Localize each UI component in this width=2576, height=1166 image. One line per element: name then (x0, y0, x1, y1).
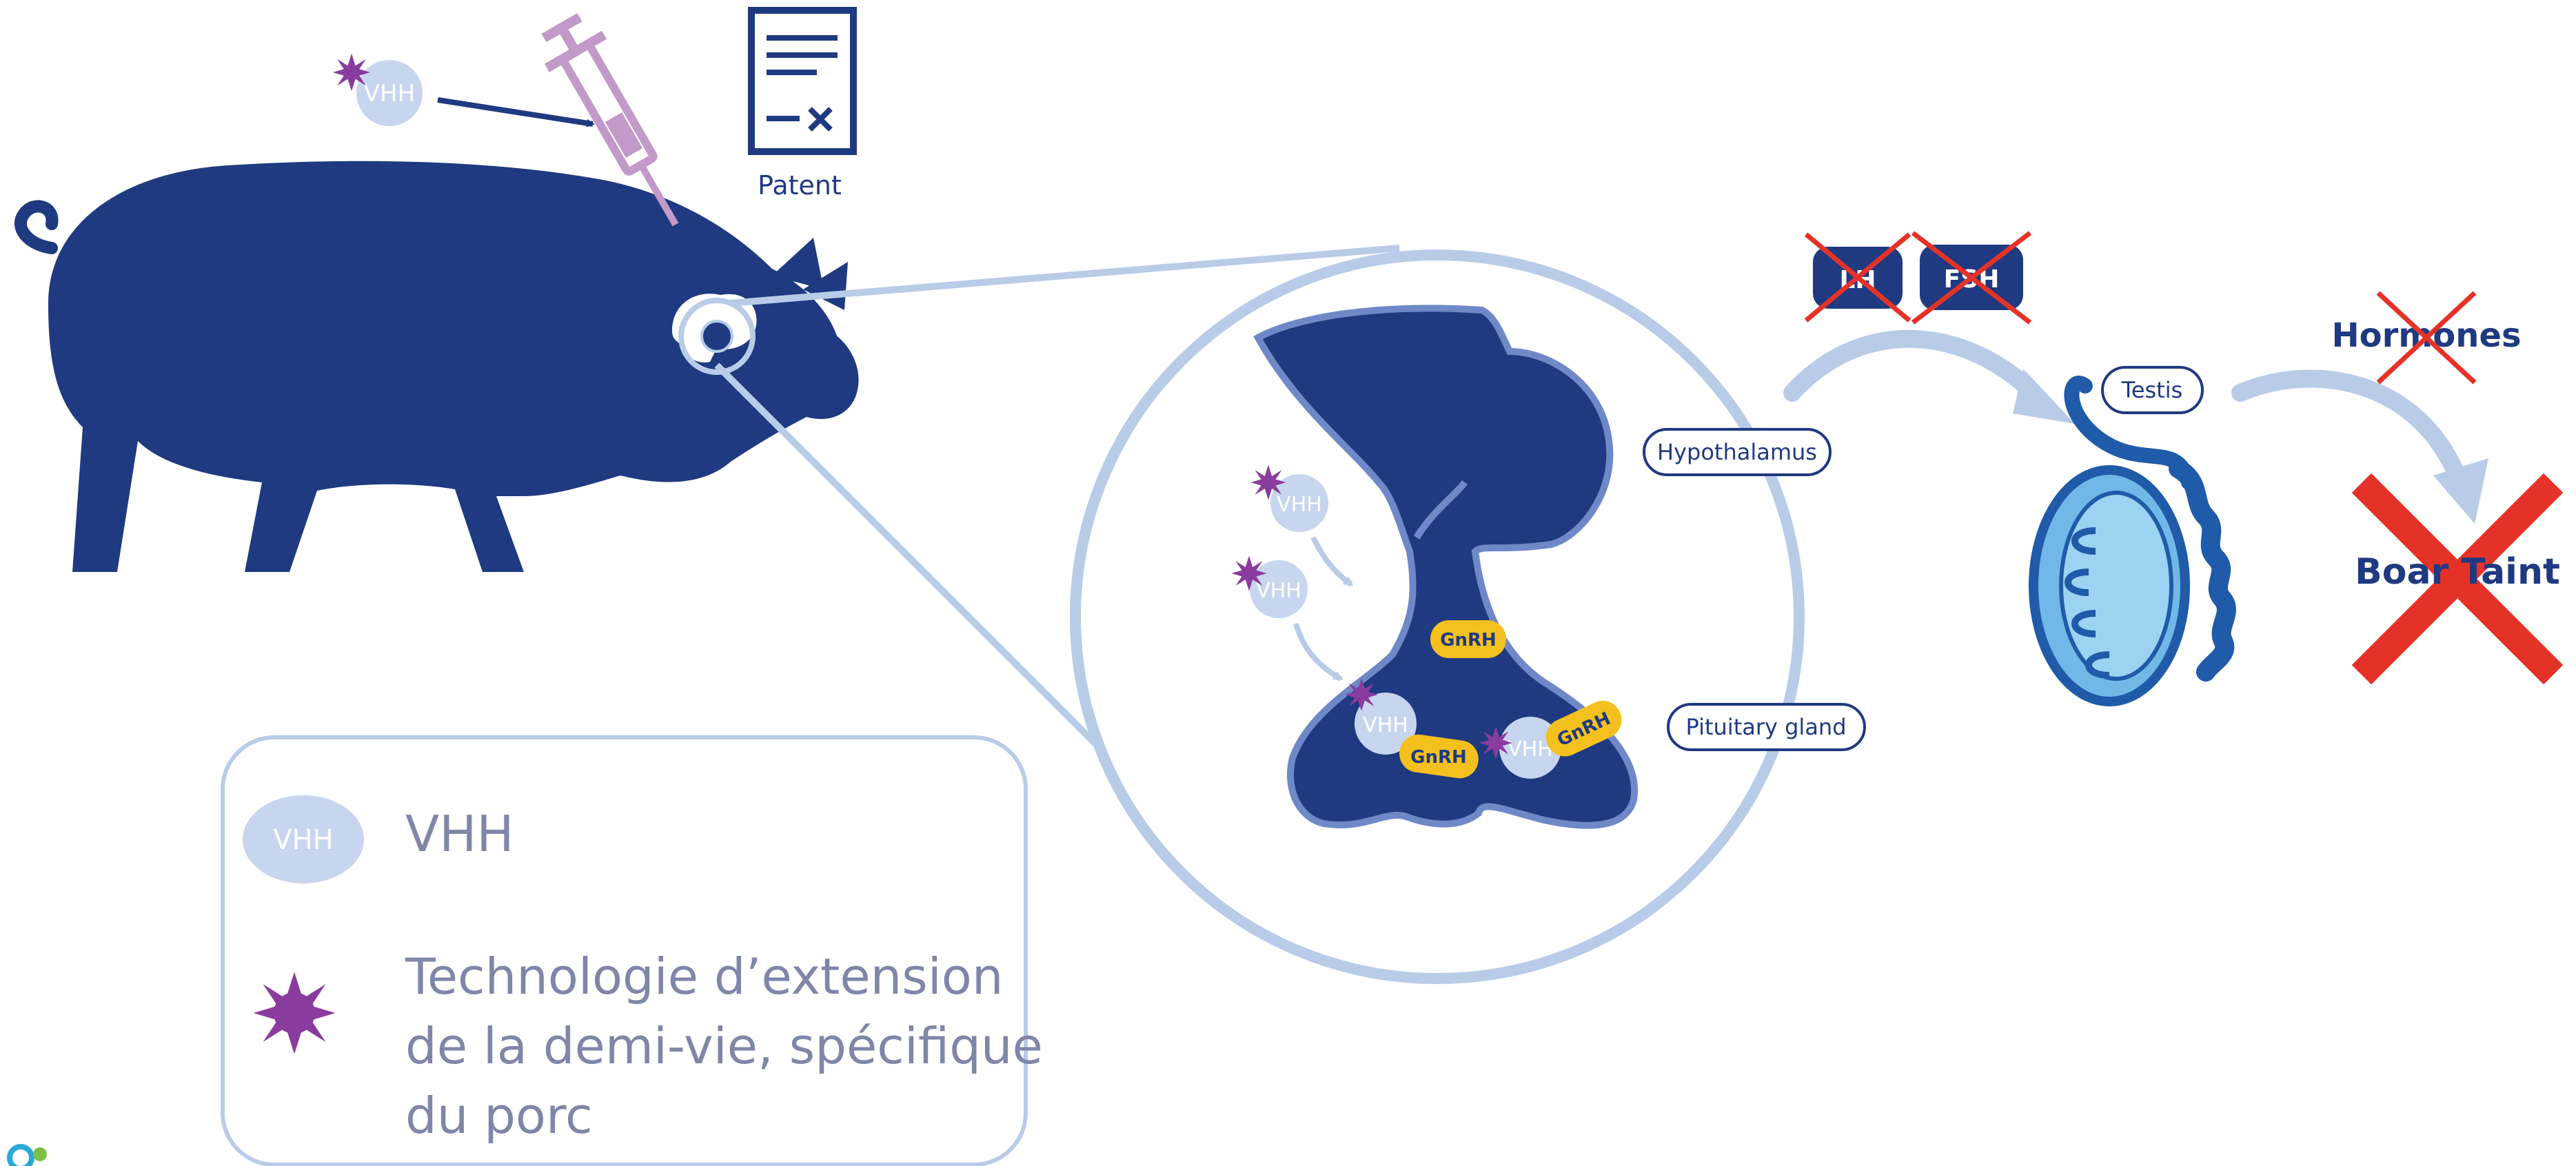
free-vhh-2: VHH (1231, 555, 1308, 618)
legend-star-line-1: Technologie d’extension (405, 948, 1003, 1005)
arrow-to-testis (1783, 329, 2046, 405)
vhh-arrow-1 (1310, 536, 1354, 587)
syringe-icon (541, 13, 679, 227)
vhh-label-bound-1: VHH (1363, 713, 1408, 737)
free-vhh-1: VHH (1250, 464, 1328, 532)
vhh-label-bound-2: VHH (1508, 737, 1553, 761)
arrow-to-boar-taint-head (2433, 458, 2488, 524)
pituitary-label: Pituitary gland (1685, 714, 1846, 740)
legend-box (221, 735, 1028, 1166)
hypothalamus-label: Hypothalamus (1657, 439, 1817, 465)
boar-taint-cross-b (2351, 473, 2564, 685)
hormones-cross-b (2376, 291, 2477, 385)
legend-star-line-3: du porc (405, 1087, 593, 1145)
gnrh-free: GnRH (1430, 620, 1506, 658)
hypothalamus-tag: Hypothalamus (1643, 428, 1832, 476)
testis-illustration (2029, 376, 2236, 706)
corner-logo-icon (7, 1144, 47, 1166)
vhh-injection-group: VHH (332, 53, 595, 127)
arrow-to-boar-taint (2231, 369, 2470, 495)
boar-taint-label: Boar Taint (2355, 551, 2560, 593)
lh-badge: LH (1804, 232, 1911, 323)
gnrh-label-bound-1: GnRH (1410, 747, 1467, 768)
vhh-label-free-1: VHH (1277, 493, 1322, 517)
legend-vhh-icon (243, 795, 364, 883)
zoom-lines (714, 245, 1400, 781)
legend-star-line-2: de la demi-vie, spécifique (405, 1017, 1043, 1075)
pituitary-tag: Pituitary gland (1667, 703, 1866, 751)
testis-label: Testis (2121, 377, 2183, 403)
zoom-source-circle (678, 298, 755, 375)
patent-label: Patent (758, 170, 842, 201)
fsh-badge: FSH (1911, 231, 2032, 325)
gnrh-label-free: GnRH (1440, 630, 1497, 651)
vhh-particle (356, 60, 423, 126)
vhh-particle-label: VHH (364, 80, 415, 108)
pig-silhouette (14, 161, 859, 572)
injection-arrow (437, 97, 595, 127)
vhh-label-free-2: VHH (1256, 579, 1301, 603)
arrow-to-testis-head (2013, 369, 2075, 424)
bound-complex-1: VHH GnRH (1345, 678, 1479, 779)
legend-vhh-badge-text: VHH (273, 824, 334, 856)
vhh-arrow-2 (1293, 622, 1343, 682)
testis-tag: Testis (2101, 366, 2204, 414)
legend-vhh-label: VHH (405, 805, 514, 863)
legend-star-center (274, 992, 315, 1034)
patent-document-icon (748, 7, 857, 155)
